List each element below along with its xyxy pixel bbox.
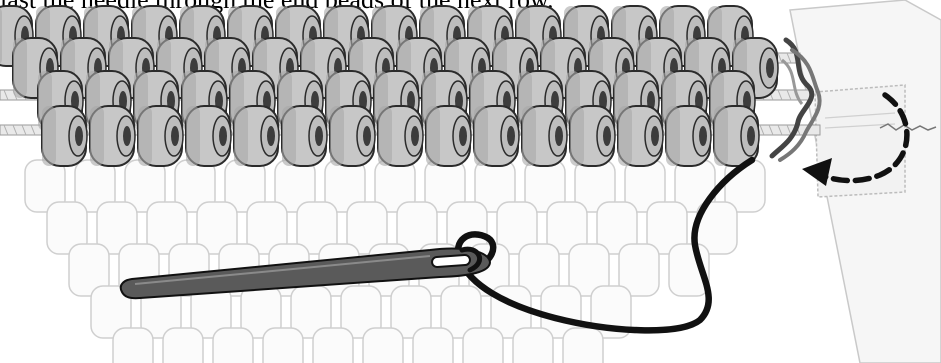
ghost-bead	[163, 328, 203, 363]
bead	[426, 106, 471, 166]
bead	[330, 106, 375, 166]
bead	[186, 106, 231, 166]
bead	[90, 106, 135, 166]
bead	[522, 106, 567, 166]
bead	[42, 106, 87, 166]
bead	[378, 106, 423, 166]
bead	[138, 106, 183, 166]
ghost-bead	[263, 328, 303, 363]
bead	[570, 106, 615, 166]
ghost-bead	[113, 328, 153, 363]
ghost-bead	[463, 328, 503, 363]
bead	[474, 106, 519, 166]
ghost-bead	[563, 328, 603, 363]
bead	[618, 106, 663, 166]
bead	[234, 106, 279, 166]
bead	[282, 106, 327, 166]
ghost-bead	[413, 328, 453, 363]
ghost-bead	[213, 328, 253, 363]
ghost-bead	[513, 328, 553, 363]
ghost-bead	[313, 328, 353, 363]
ghost-bead	[363, 328, 403, 363]
beads	[0, 6, 778, 166]
bead	[666, 106, 711, 166]
